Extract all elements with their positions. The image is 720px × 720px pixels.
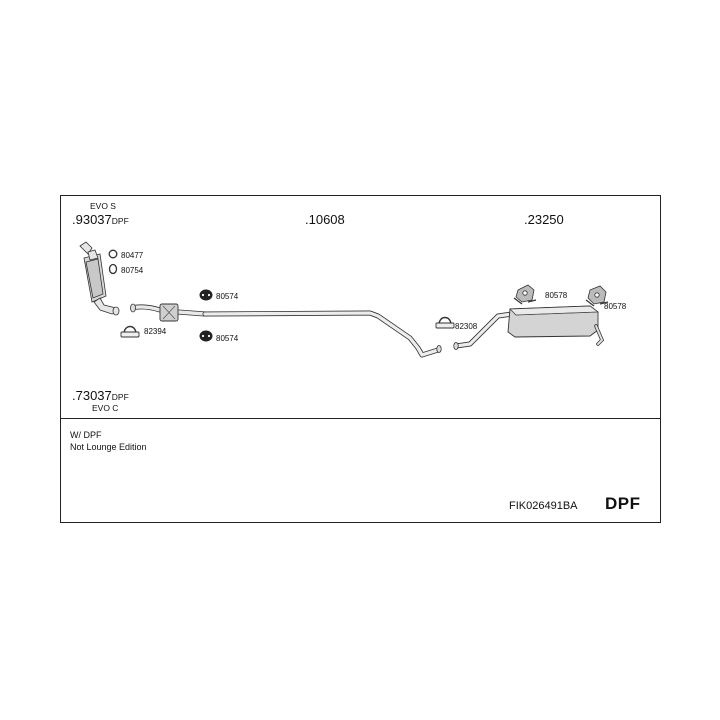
ring-lower-label: 80574	[216, 334, 239, 343]
note-line-2: Not Lounge Edition	[70, 442, 147, 452]
front-dpf-bottom-code-line: .73037DPF	[72, 388, 129, 403]
hanger-right-icon	[585, 285, 609, 307]
front-dpf-bottom-variant: EVO C	[92, 403, 118, 413]
clamp-front-label: 82394	[144, 327, 167, 336]
front-dpf-bottom-code: .73037	[72, 388, 112, 403]
middle-pipe-code: .10608	[305, 212, 345, 227]
rubber-ring-icons	[199, 289, 213, 342]
note-line-1: W/ DPF	[70, 430, 102, 440]
diagram-frame	[60, 195, 661, 523]
hanger-right-label: 80578	[604, 302, 627, 311]
ring-upper-label: 80574	[216, 292, 239, 301]
front-dpf-top-code: .93037	[72, 212, 112, 227]
rear-silencer-code: .23250	[524, 212, 564, 227]
dpf-converter-drawing	[79, 241, 120, 316]
gasket-icons	[108, 249, 118, 275]
clamp-rear-label: 82308	[455, 322, 478, 331]
front-dpf-bottom-suffix: DPF	[112, 392, 129, 402]
dpf-type-label: DPF	[605, 494, 641, 513]
front-dpf-top-variant: EVO S	[90, 201, 116, 211]
rear-silencer-drawing	[453, 305, 605, 350]
clamp-rear-icon	[435, 316, 455, 329]
front-pipe-drawing	[130, 303, 206, 322]
gasket-a-label: 80477	[121, 251, 144, 260]
hanger-left-icon	[513, 284, 537, 305]
front-dpf-top-suffix: DPF	[112, 216, 129, 226]
middle-pipe-drawing	[202, 310, 442, 358]
front-dpf-top-code-line: .93037DPF	[72, 212, 129, 227]
kit-code: FIK026491BA	[509, 500, 578, 512]
hanger-left-label: 80578	[545, 291, 568, 300]
gasket-b-label: 80754	[121, 266, 144, 275]
clamp-front-icon	[120, 325, 140, 338]
section-divider	[60, 418, 661, 419]
